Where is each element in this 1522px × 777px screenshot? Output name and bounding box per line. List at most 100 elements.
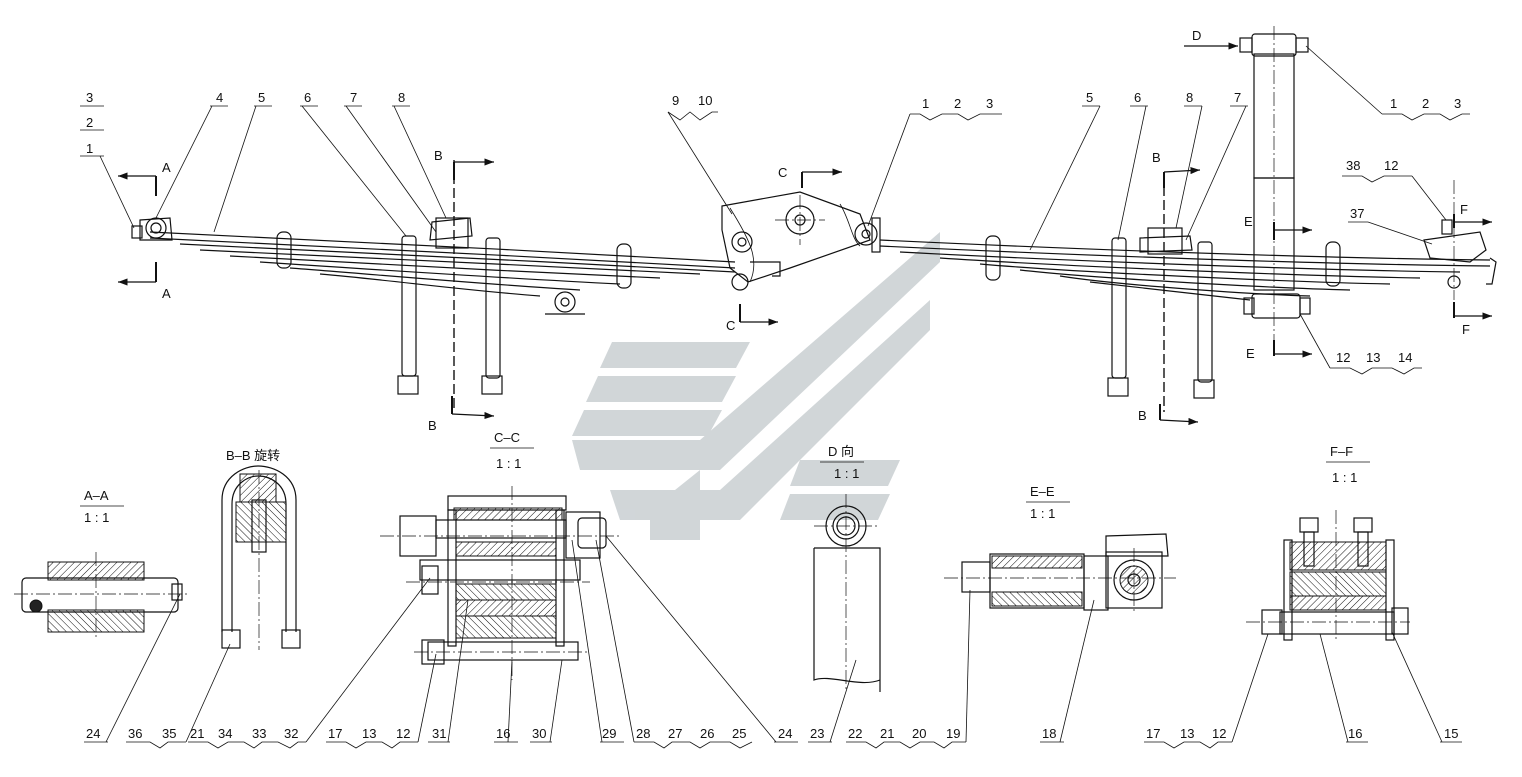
bl-27: 27	[668, 726, 682, 741]
bl-24b: 24	[778, 726, 792, 741]
label-37: 37	[1350, 206, 1364, 221]
center-bracket	[721, 191, 881, 291]
bl-21a: 21	[190, 726, 204, 741]
d-scale: 1 : 1	[834, 466, 859, 481]
bl-25: 25	[732, 726, 746, 741]
bl-16a: 16	[496, 726, 510, 741]
label-2: 2	[86, 115, 93, 130]
watermark-bar-3	[572, 410, 722, 436]
label-38: 38	[1346, 158, 1360, 173]
bl-23: 23	[810, 726, 824, 741]
label-e13: 13	[1366, 350, 1380, 365]
marker-e-bottom: E	[1246, 346, 1255, 361]
watermark-chevron-1	[572, 232, 940, 470]
ff-title: F–F	[1330, 444, 1353, 459]
view-b-b: B–B 旋转	[221, 448, 301, 650]
label-s12: 12	[1384, 158, 1398, 173]
watermark-bar-4	[790, 460, 900, 486]
label-d3: 3	[1454, 96, 1461, 111]
label-r8: 8	[1186, 90, 1193, 105]
aa-title: A–A	[84, 488, 109, 503]
label-e12: 12	[1336, 350, 1350, 365]
bb-title: B–B 旋转	[226, 448, 280, 463]
label-r6: 6	[1134, 90, 1141, 105]
label-4: 4	[216, 90, 223, 105]
shock-absorber	[1239, 26, 1311, 356]
marker-f-top: F	[1460, 202, 1468, 217]
section-marker-d: D	[1184, 28, 1238, 50]
marker-c-top: C	[778, 165, 787, 180]
bl-24a: 24	[86, 726, 100, 741]
section-marker-e: E E	[1244, 214, 1312, 361]
bl-29: 29	[602, 726, 616, 741]
watermark-bar-6	[650, 470, 700, 540]
bl-30: 30	[532, 726, 546, 741]
ee-title: E–E	[1030, 484, 1055, 499]
bl-21b: 21	[880, 726, 894, 741]
marker-e-top: E	[1244, 214, 1253, 229]
section-marker-b-left: B B	[428, 148, 495, 433]
aa-scale: 1 : 1	[84, 510, 109, 525]
bottom-leaders: 24 36 35 21 34 33 32 17 13 12 31 16 30 2…	[84, 535, 1462, 749]
ff-scale: 1 : 1	[1332, 470, 1357, 485]
section-marker-a: A A	[118, 160, 171, 301]
view-d: D 向 1 : 1	[813, 444, 881, 692]
label-1: 1	[86, 141, 93, 156]
bl-22: 22	[848, 726, 862, 741]
marker-a-top: A	[162, 160, 171, 175]
label-5: 5	[258, 90, 265, 105]
label-e14: 14	[1398, 350, 1412, 365]
label-d1: 1	[1390, 96, 1397, 111]
marker-a-bottom: A	[162, 286, 171, 301]
d-title: D 向	[828, 444, 854, 459]
label-r7: 7	[1234, 90, 1241, 105]
marker-c-bottom: C	[726, 318, 735, 333]
watermark-bar-5	[780, 494, 890, 520]
view-a-a: A–A 1 : 1	[14, 488, 190, 640]
bl-33: 33	[252, 726, 266, 741]
right-leaf-spring	[879, 172, 1497, 412]
label-10: 10	[698, 93, 712, 108]
left-leaf-spring	[131, 160, 736, 412]
bl-18: 18	[1042, 726, 1056, 741]
bl-15: 15	[1444, 726, 1458, 741]
view-e-e: E–E 1 : 1	[944, 484, 1176, 614]
bl-28: 28	[636, 726, 650, 741]
bl-20: 20	[912, 726, 926, 741]
bl-35: 35	[162, 726, 176, 741]
bl-34: 34	[218, 726, 232, 741]
watermark-bar-1	[600, 342, 750, 368]
bl-17b: 17	[1146, 726, 1160, 741]
bl-17a: 17	[328, 726, 342, 741]
watermark-chevron-2	[610, 300, 930, 520]
marker-f-bottom: F	[1462, 322, 1470, 337]
label-7: 7	[350, 90, 357, 105]
marker-b-left-bottom: B	[428, 418, 437, 433]
label-3: 3	[86, 90, 93, 105]
watermark-logo	[572, 232, 940, 540]
label-r5: 5	[1086, 90, 1093, 105]
bl-19: 19	[946, 726, 960, 741]
section-marker-f: F F	[1453, 202, 1492, 337]
bl-26: 26	[700, 726, 714, 741]
section-marker-b-right: B B	[1138, 150, 1201, 426]
marker-b-right-bottom: B	[1138, 408, 1147, 423]
label-m1: 1	[922, 96, 929, 111]
view-f-f: F–F 1 : 1	[1246, 444, 1410, 641]
watermark-bar-2	[586, 376, 736, 402]
bl-12a: 12	[396, 726, 410, 741]
label-9: 9	[672, 93, 679, 108]
marker-d: D	[1192, 28, 1201, 43]
marker-b-left-top: B	[434, 148, 443, 163]
label-m2: 2	[954, 96, 961, 111]
bl-32: 32	[284, 726, 298, 741]
bl-31: 31	[432, 726, 446, 741]
cc-title: C–C	[494, 430, 520, 445]
ee-scale: 1 : 1	[1030, 506, 1055, 521]
section-marker-c: C C	[726, 165, 842, 333]
marker-b-right-top: B	[1152, 150, 1161, 165]
bl-13b: 13	[1180, 726, 1194, 741]
cc-scale: 1 : 1	[496, 456, 521, 471]
